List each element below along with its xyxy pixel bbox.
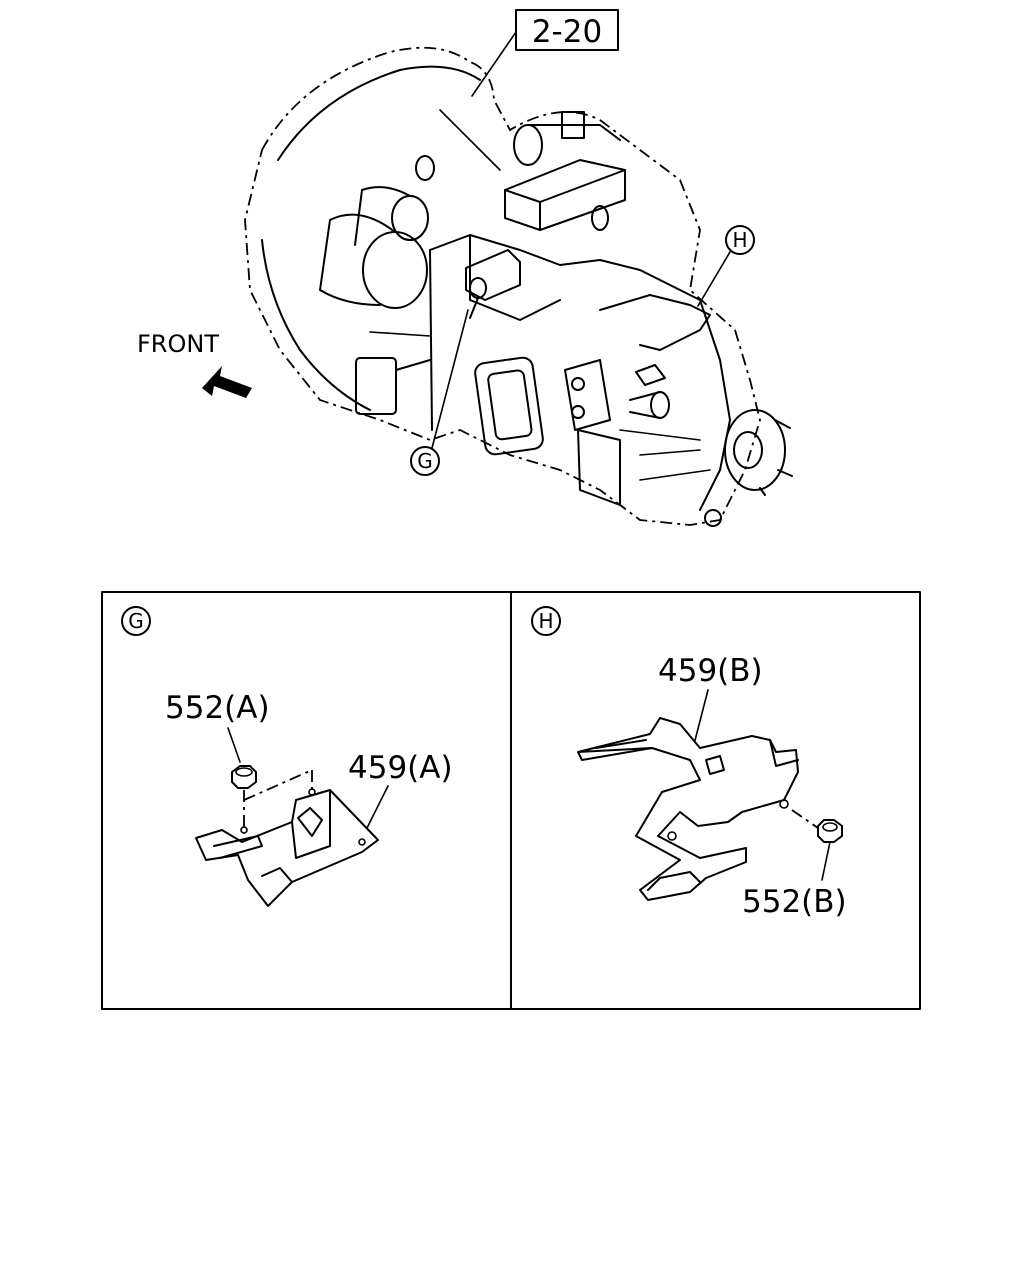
callout-g: G	[410, 309, 469, 476]
transmission-assembly	[244, 46, 793, 527]
ref-label-text: 2-20	[532, 14, 602, 50]
callout-h-text: H	[732, 228, 747, 252]
panel-g: G 552(A) 459(A)	[121, 606, 453, 907]
callout-g-text: G	[417, 449, 433, 473]
bracket-459b	[577, 717, 799, 901]
front-arrow-icon	[202, 366, 252, 398]
panel-h-marker: H	[538, 609, 553, 633]
panel-g-nut-label: 552(A)	[165, 690, 270, 726]
panel-h-bracket-label: 459(B)	[658, 653, 763, 689]
nut-552a	[231, 765, 257, 789]
panel-g-marker: G	[128, 609, 144, 633]
nut-552b	[817, 819, 843, 843]
callout-h: H	[697, 225, 755, 307]
panel-g-bracket-label: 459(A)	[348, 750, 453, 786]
detail-panels	[101, 591, 921, 1010]
front-label: FRONT	[137, 330, 219, 358]
ref-label-box: 2-20	[471, 9, 619, 97]
panel-h: H 459(B) 552(B)	[531, 606, 847, 920]
bracket-459a	[195, 788, 379, 907]
panel-h-nut-label: 552(B)	[742, 884, 847, 920]
front-indicator: FRONT	[137, 330, 252, 398]
